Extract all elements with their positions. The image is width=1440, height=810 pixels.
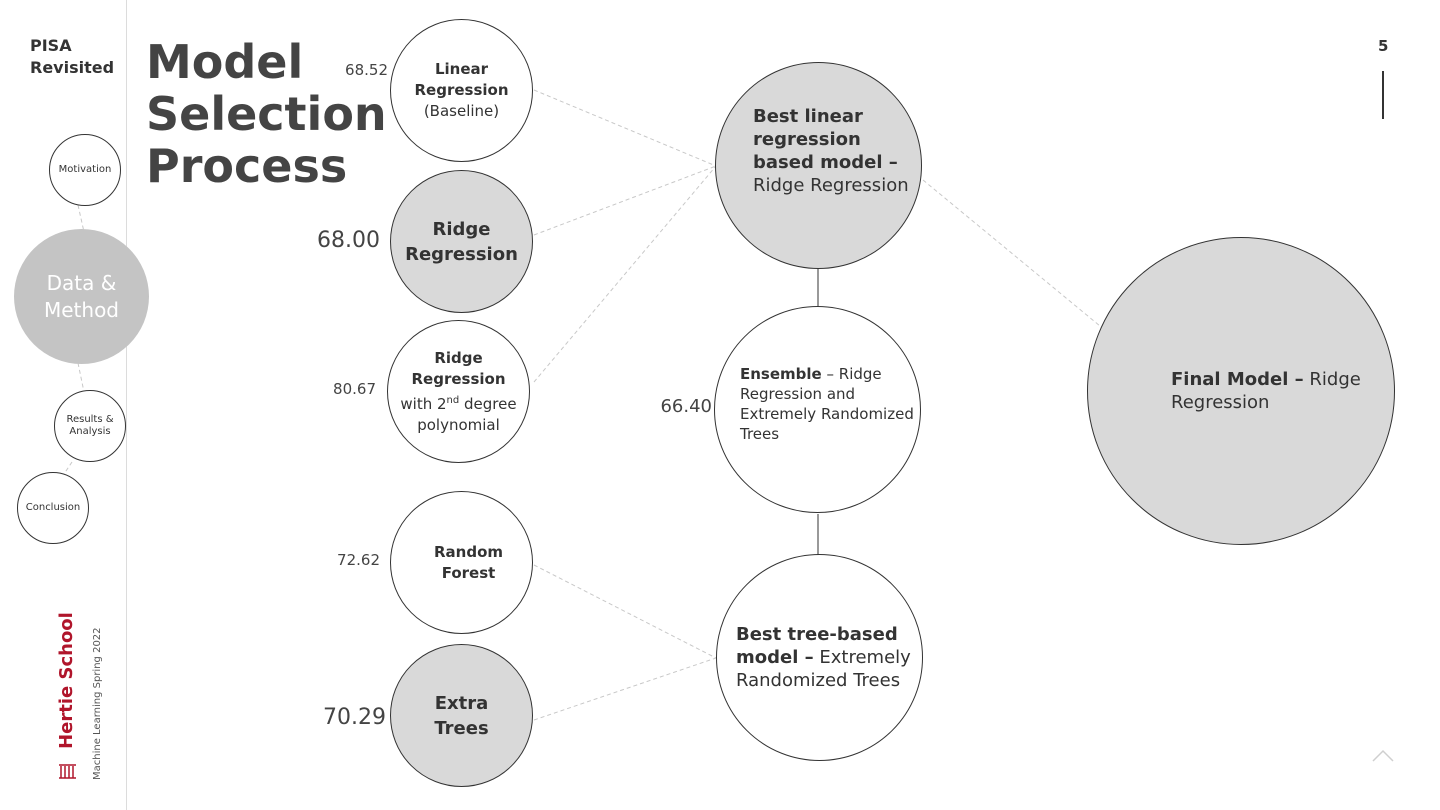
final-model-bold: Final Model –: [1171, 369, 1304, 390]
best-tree-bold: Best tree-based model –: [736, 624, 898, 668]
nav-data-method[interactable]: Data & Method: [14, 229, 149, 364]
score-linear: 68.52: [345, 61, 388, 79]
node-extra-trees: Extra Trees: [390, 644, 533, 787]
final-model-rest: Ridge Regression: [1171, 369, 1361, 413]
ensemble-bold: Ensemble: [740, 364, 822, 383]
brand-title: PISA Revisited: [30, 35, 114, 79]
node-linear-regression: Linear Regression (Baseline): [390, 19, 533, 162]
linear-line-3: (Baseline): [423, 102, 500, 120]
course-label: Machine Learning Spring 2022: [92, 627, 103, 780]
ridge-poly-line-3-pre: with 2: [400, 394, 447, 413]
linear-line-1: Linear: [434, 60, 489, 78]
school-name: Hertie School: [56, 612, 77, 749]
hertie-logo-icon: [58, 764, 76, 779]
score-ensemble: 66.40: [660, 396, 712, 417]
nav-motivation-label: Motivation: [58, 164, 112, 175]
title-line-3: Process: [146, 139, 348, 193]
nav-results-line-2: Analysis: [69, 426, 111, 437]
ridge-poly-line-3-sup: nd: [446, 394, 460, 406]
score-random-forest: 72.62: [337, 551, 380, 569]
page-title: Model Selection Process: [146, 36, 387, 192]
ridge-line-1: Ridge: [432, 218, 491, 240]
best-linear-bold: Best linear regression based model –: [753, 105, 898, 173]
node-best-linear: Best linear regression based model – Rid…: [715, 62, 922, 269]
nav-conclusion[interactable]: Conclusion: [17, 472, 89, 544]
ridge-line-2: Regression: [405, 243, 518, 265]
ridge-poly-line-1: Ridge: [434, 348, 483, 367]
random-forest-line-1: Random: [433, 542, 504, 561]
page-indicator-bar: [1382, 71, 1384, 119]
score-extra-trees: 70.29: [323, 705, 386, 730]
linear-line-2: Regression: [414, 81, 509, 99]
nav-results-line-1: Results &: [66, 414, 114, 425]
page-number: 5: [1378, 37, 1389, 55]
nav-data-method-line-2: Method: [43, 297, 119, 322]
title-line-1: Model: [146, 35, 304, 89]
score-ridge: 68.00: [317, 228, 380, 253]
brand-line-2: Revisited: [30, 58, 115, 77]
node-ridge-regression: Ridge Regression: [390, 170, 533, 313]
node-random-forest: Random Forest: [390, 491, 533, 634]
brand-line-1: PISA: [30, 36, 72, 55]
node-ensemble: Ensemble – Ridge Regression and Extremel…: [714, 306, 921, 513]
ridge-poly-line-3-post: degree: [459, 394, 517, 413]
node-final-model: Final Model – Ridge Regression: [1087, 237, 1395, 545]
title-line-2: Selection: [146, 87, 387, 141]
scroll-up-icon[interactable]: [1372, 748, 1394, 762]
ridge-poly-line-2: Regression: [411, 369, 506, 388]
nav-motivation[interactable]: Motivation: [49, 134, 121, 206]
sidebar-divider: [126, 0, 127, 810]
ridge-poly-line-4: polynomial: [417, 415, 500, 434]
best-tree-rest: Extremely Randomized Trees: [736, 647, 911, 691]
nav-conclusion-label: Conclusion: [25, 502, 81, 513]
random-forest-line-2: Forest: [441, 563, 496, 582]
ensemble-rest: – Ridge Regression and Extremely Randomi…: [740, 364, 914, 443]
best-linear-rest: Ridge Regression: [753, 174, 909, 196]
node-ridge-polynomial: Ridge Regression with 2nd degree polynom…: [387, 320, 530, 463]
node-best-tree: Best tree-based model – Extremely Random…: [716, 554, 923, 761]
extra-trees-line-1: Extra: [434, 692, 489, 714]
extra-trees-line-2: Trees: [434, 717, 489, 739]
score-ridge-poly: 80.67: [333, 380, 376, 398]
nav-data-method-line-1: Data &: [46, 270, 117, 295]
nav-results-analysis[interactable]: Results & Analysis: [54, 390, 126, 462]
hertie-logo: Hertie School: [56, 612, 78, 780]
